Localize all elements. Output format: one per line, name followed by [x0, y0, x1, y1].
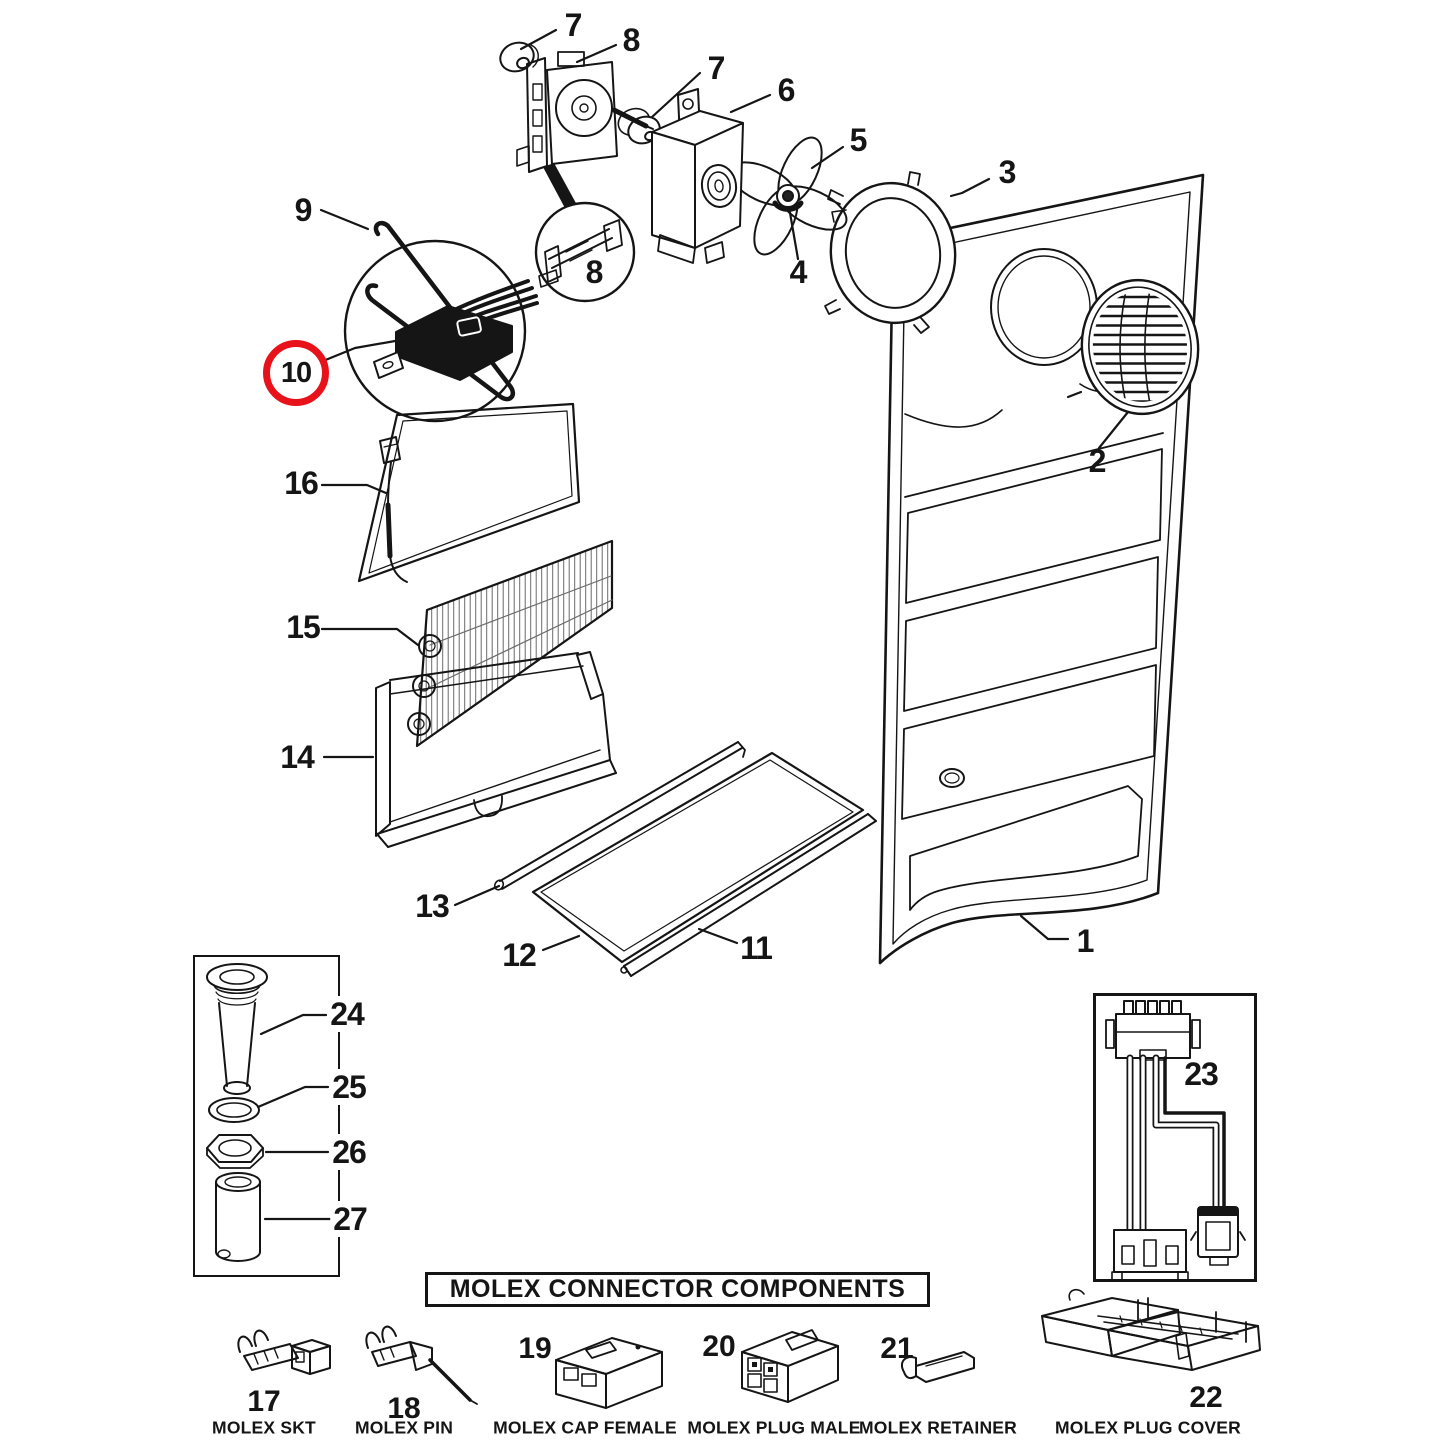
molex-section-title: MOLEX CONNECTOR COMPONENTS: [425, 1272, 930, 1307]
drawing-motor-bracket-inset: [534, 201, 636, 303]
part-label-27: 27: [330, 1201, 370, 1237]
part-label-23: 23: [1184, 1056, 1219, 1092]
part-label-7a: 7: [564, 7, 583, 43]
harness-box: [1093, 993, 1257, 1282]
drawing-molex-retainer: [900, 1351, 975, 1383]
part-label-8b: 8: [585, 254, 604, 290]
drawing-molex-cap-female: [555, 1337, 663, 1409]
molex-caption-20: MOLEX PLUG MALE: [687, 1417, 861, 1438]
drawing-fan-blade: [728, 136, 848, 256]
part-label-2: 2: [1088, 443, 1107, 479]
part-label-15: 15: [286, 609, 321, 645]
part-label-3: 3: [998, 154, 1017, 190]
molex-number-22: 22: [1189, 1381, 1223, 1414]
molex-caption-19: MOLEX CAP FEMALE: [493, 1417, 677, 1438]
molex-caption-22: MOLEX PLUG COVER: [1055, 1417, 1241, 1438]
drawing-molex-skt: [237, 1329, 331, 1375]
part-label-13: 13: [415, 888, 450, 924]
part-label-10: 10: [280, 356, 312, 389]
drawing-wire-harness: [1105, 1000, 1246, 1281]
part-label-8a: 8: [622, 22, 641, 58]
part-label-7b: 7: [707, 50, 726, 86]
part-label-24: 24: [327, 996, 367, 1032]
part-label-1: 1: [1076, 923, 1095, 959]
drawing-grille: [1066, 278, 1200, 416]
drawing-drain-tube-parts: [206, 963, 268, 1262]
drawing-rail-11: [620, 813, 877, 977]
molex-number-19: 19: [518, 1332, 552, 1365]
drawing-molex-plug-cover: [1041, 1288, 1261, 1371]
drawing-back-panel: [878, 173, 1205, 965]
drawing-motor-housing: [651, 88, 744, 264]
drawing-fan-motor: [516, 51, 654, 210]
molex-number-21: 21: [880, 1332, 914, 1365]
molex-number-20: 20: [702, 1330, 736, 1363]
drawing-defrost-thermostat: [343, 239, 539, 423]
molex-number-18: 18: [387, 1392, 421, 1425]
part-label-9: 9: [294, 192, 313, 228]
part-label-16: 16: [284, 465, 319, 501]
part-label-6: 6: [777, 72, 796, 108]
drawing-molex-pin: [365, 1325, 478, 1405]
drawing-evaporator: [407, 539, 614, 748]
molex-caption-17: MOLEX SKT: [212, 1417, 316, 1438]
drawing-wire-clip: [365, 220, 516, 402]
part-label-12: 12: [502, 937, 537, 973]
molex-number-17: 17: [247, 1385, 281, 1418]
part-label-11: 11: [740, 930, 773, 966]
part-label-14: 14: [280, 739, 315, 775]
leader-lines: [256, 28, 1130, 1221]
drawing-fan-shroud: [824, 171, 957, 334]
drain-parts-box: [193, 955, 340, 1277]
part-label-26: 26: [329, 1134, 369, 1170]
highlighted-part-10-ring: 10: [263, 340, 329, 406]
drawing-drain-trough: [375, 651, 617, 848]
drawing-rail-13: [493, 741, 746, 891]
drawing-molex-plug-male: [741, 1329, 839, 1403]
part-label-25: 25: [329, 1069, 369, 1105]
part-label-4: 4: [789, 254, 808, 290]
molex-caption-18: MOLEX PIN: [354, 1417, 454, 1438]
drawing-defrost-heater: [357, 402, 581, 583]
drawing-shelf-panel: [531, 751, 865, 964]
drawing-grommet-left: [499, 41, 539, 73]
part-label-5: 5: [849, 122, 868, 158]
molex-caption-21: MOLEX RETAINER: [858, 1417, 1018, 1438]
